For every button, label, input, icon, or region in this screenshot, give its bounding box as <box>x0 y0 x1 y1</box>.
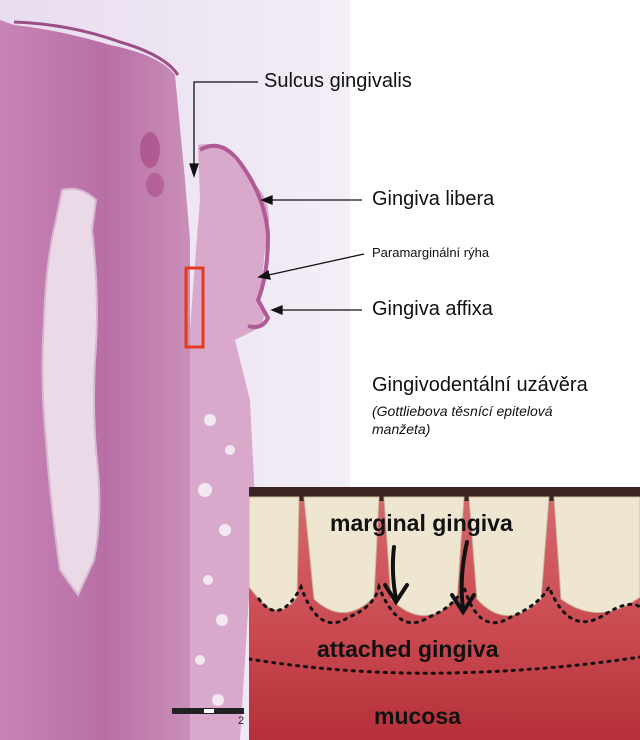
scale-bar-number: 2 <box>238 715 244 727</box>
gottlieb-label-line2: manžeta) <box>372 421 430 437</box>
stain-spot <box>146 173 164 197</box>
mucosa-label: mucosa <box>374 703 461 730</box>
gingivodental-label: Gingivodentální uzávěra <box>372 374 588 397</box>
sulcus-gingivalis-label: Sulcus gingivalis <box>264 70 412 93</box>
gingiva-libera-label: Gingiva libera <box>372 188 494 211</box>
marginal-gingiva-label: marginal gingiva <box>330 510 513 537</box>
scale-bar-gap <box>204 709 214 713</box>
gingiva-affixa-label: Gingiva affixa <box>372 298 493 321</box>
gottlieb-label-line1: (Gottliebova těsnící epitelová <box>372 403 553 419</box>
paramarginal-label: Paramarginální rýha <box>372 245 489 260</box>
stain-spot <box>140 132 160 168</box>
attached-gingiva-label: attached gingiva <box>317 636 498 663</box>
